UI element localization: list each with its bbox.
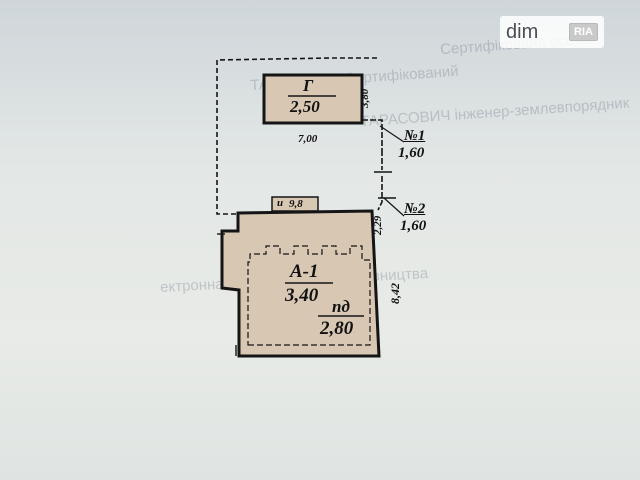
house-small-dim: 2,29 — [372, 215, 384, 235]
garage-side-dim: 3,80 — [359, 88, 371, 108]
lot-boundary — [216, 57, 378, 215]
porch-dim: 9,8 — [289, 198, 303, 210]
fence-1-number: №1 — [404, 128, 426, 144]
basement-height: 2,80 — [320, 318, 354, 339]
basement-contour — [247, 245, 371, 346]
house-side-dim: 8,42 — [388, 283, 402, 304]
garage-letter: Г — [303, 76, 314, 95]
leader-2 — [383, 197, 405, 217]
dim-ria-watermark: dim RIA — [500, 16, 604, 48]
house-letter: А-1 — [290, 261, 319, 282]
watermark-brand: dim — [506, 20, 539, 43]
fence-2-number: №2 — [404, 201, 426, 217]
garage-outline — [262, 73, 364, 125]
watermark-badge: RIA — [569, 23, 598, 41]
garage-height: 2,50 — [290, 97, 320, 116]
house-height: 3,40 — [285, 285, 319, 306]
basement-label: пд — [332, 297, 350, 316]
fence-2-value: 1,60 — [400, 218, 427, 234]
leader-1 — [379, 125, 405, 143]
porch-label: и — [277, 197, 284, 209]
fence-1-value: 1,60 — [398, 145, 425, 161]
fence-line — [362, 119, 383, 211]
garage-width-dim: 7,00 — [298, 133, 318, 145]
